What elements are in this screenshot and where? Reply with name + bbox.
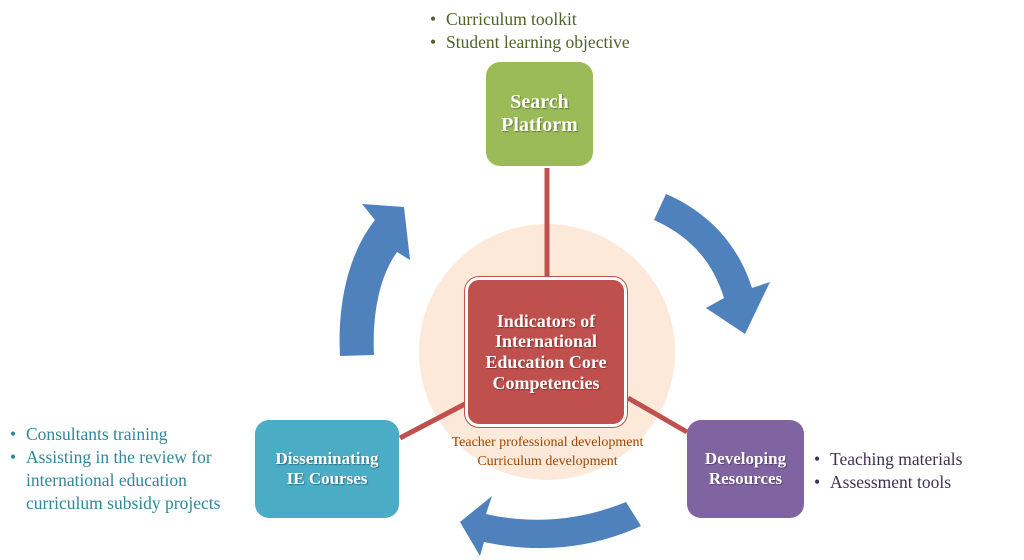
disseminating-node-line-2: IE Courses — [286, 469, 368, 488]
center-node-line-4: Competencies — [492, 372, 600, 393]
search-node-line-1: Search — [510, 91, 569, 113]
search-bullet-item: Student learning objective — [430, 31, 630, 54]
cycle-arrow-bottom — [460, 496, 641, 556]
developing-node-line-1: Developing — [704, 449, 787, 469]
center-node-line-1: Indicators of — [496, 310, 596, 331]
developing-bullet-list: Teaching materials Assessment tools — [814, 448, 962, 494]
search-node-line-2: Platform — [501, 114, 578, 136]
center-node-line-2: International — [494, 331, 597, 352]
connector-left — [398, 401, 467, 441]
disseminating-courses-node: Disseminating IE Courses — [255, 420, 399, 518]
disseminating-bullet-item: Consultants training — [10, 423, 255, 446]
developing-node-line-2: Resources — [708, 469, 783, 488]
center-caption-line-1: Teacher professional development — [451, 435, 644, 450]
center-node-line-3: Education Core — [485, 352, 607, 372]
developing-resources-node: Developing Resources — [687, 420, 804, 518]
search-bullet-item: Curriculum toolkit — [430, 8, 630, 31]
search-platform-node: Search Platform — [486, 62, 593, 166]
center-caption: Teacher professional development Curricu… — [430, 433, 665, 471]
disseminating-bullet-list: Consultants training Assisting in the re… — [10, 423, 255, 515]
center-caption-line-2: Curriculum development — [477, 454, 618, 469]
disseminating-bullet-item: Assisting in the review for internationa… — [10, 446, 255, 515]
core-competencies-node: Indicators of International Education Co… — [465, 277, 627, 427]
cycle-arrow-top-right — [654, 194, 770, 334]
cycle-arrow-left — [339, 204, 410, 356]
disseminating-node-line-1: Disseminating — [275, 449, 379, 469]
developing-bullet-item: Teaching materials — [814, 448, 962, 471]
connector-right — [626, 395, 689, 435]
search-bullet-list: Curriculum toolkit Student learning obje… — [430, 8, 630, 54]
developing-bullet-item: Assessment tools — [814, 471, 962, 494]
